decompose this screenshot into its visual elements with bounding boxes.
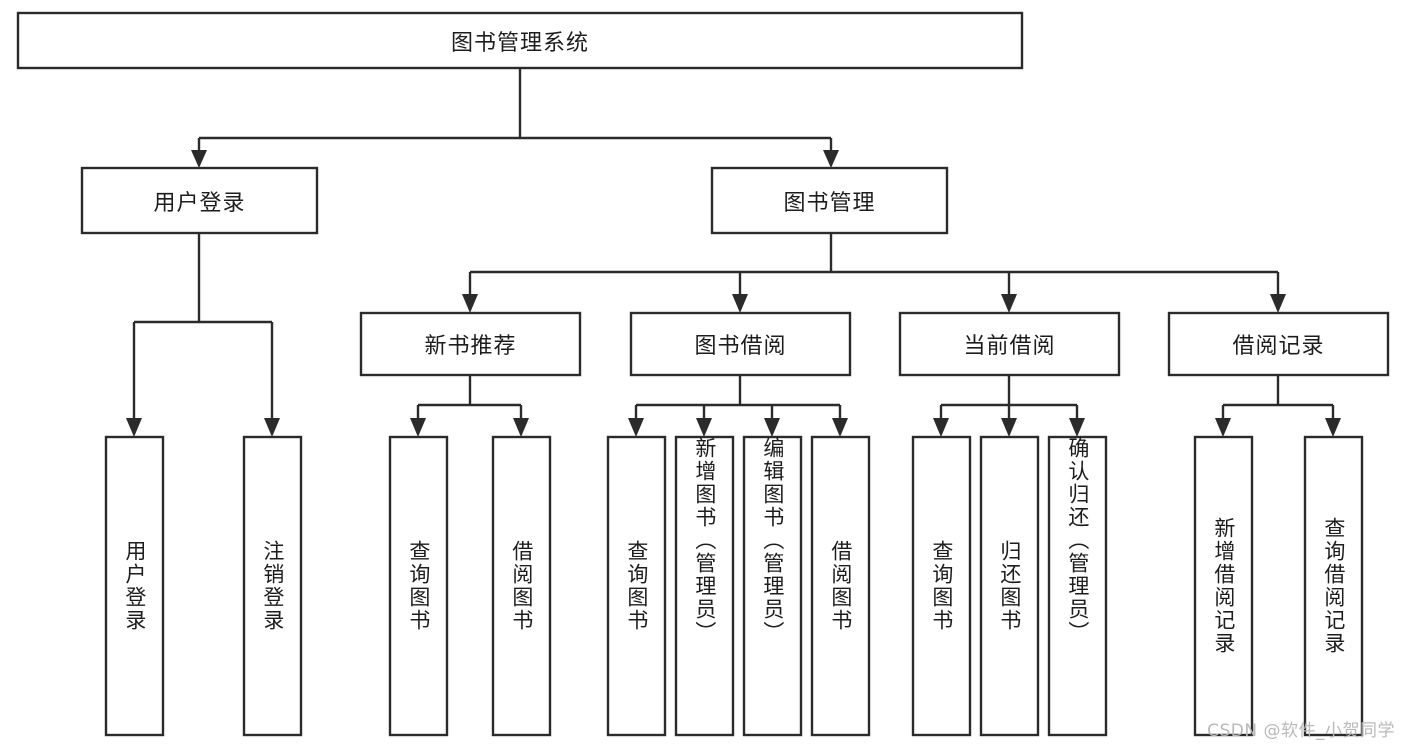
leaf-cb-return-books[interactable]	[979, 435, 1040, 737]
leaf-user-login[interactable]	[104, 435, 165, 737]
arrow-head-br-1	[1215, 418, 1231, 437]
arrow-head-nb-1	[410, 418, 426, 437]
leaf-nb-borrow-books[interactable]	[491, 435, 552, 737]
arrow-head-nb-2	[513, 418, 529, 437]
arrow-head-book-borrow	[732, 294, 748, 313]
leaf-cb-confirm-return-admin[interactable]	[1047, 435, 1108, 737]
arrow-head-bb-1	[628, 418, 644, 437]
node-book-borrow[interactable]	[629, 311, 852, 377]
arrow-head-leaf-logout	[264, 418, 280, 437]
leaf-cb-query-books[interactable]	[911, 435, 972, 737]
connector-borrowrecord-to-leaves	[1215, 375, 1341, 437]
connector-bookmgmt-to-level3	[462, 233, 1286, 313]
connector-bookborrow-to-leaves	[628, 375, 848, 437]
arrow-head-current-borrow	[1001, 294, 1017, 313]
arrow-head-leaf-user-login	[126, 418, 142, 437]
leaf-nb-query-books[interactable]	[388, 435, 449, 737]
leaf-br-add-record[interactable]	[1193, 435, 1254, 737]
watermark-text: CSDN @软件_小贺同学	[1207, 721, 1395, 741]
arrow-head-cb-1	[933, 418, 949, 437]
node-user-login[interactable]	[80, 166, 319, 235]
connector-currentborrow-to-leaves	[933, 375, 1085, 437]
arrow-head-cb-3	[1069, 418, 1085, 437]
connector-userlogin-to-leaves	[126, 233, 280, 437]
arrow-head-br-2	[1325, 418, 1341, 437]
leaf-bb-edit-book-admin[interactable]	[742, 435, 803, 737]
leaf-logout[interactable]	[242, 435, 303, 737]
arrow-head-bb-2	[696, 418, 712, 437]
arrow-head-bb-3	[764, 418, 780, 437]
node-book-management[interactable]	[710, 166, 949, 235]
arrow-head-book-mgmt	[823, 150, 839, 168]
arrow-head-new-book	[462, 294, 478, 313]
leaf-br-query-record[interactable]	[1303, 435, 1364, 737]
node-borrow-record[interactable]	[1167, 311, 1390, 377]
leaf-bb-query-books[interactable]	[606, 435, 667, 737]
arrow-head-borrow-record	[1270, 294, 1286, 313]
arrow-head-cb-2	[1001, 418, 1017, 437]
arrow-head-bb-4	[832, 418, 848, 437]
node-new-book-recommend[interactable]	[359, 311, 582, 377]
leaf-bb-add-book-admin[interactable]	[674, 435, 735, 737]
leaf-bb-borrow-books[interactable]	[810, 435, 871, 737]
node-root[interactable]	[16, 11, 1024, 70]
node-current-borrow[interactable]	[898, 311, 1121, 377]
connector-newbook-to-leaves	[410, 375, 529, 437]
connector-root-to-level2	[191, 68, 839, 168]
arrow-head-user-login	[191, 150, 207, 168]
